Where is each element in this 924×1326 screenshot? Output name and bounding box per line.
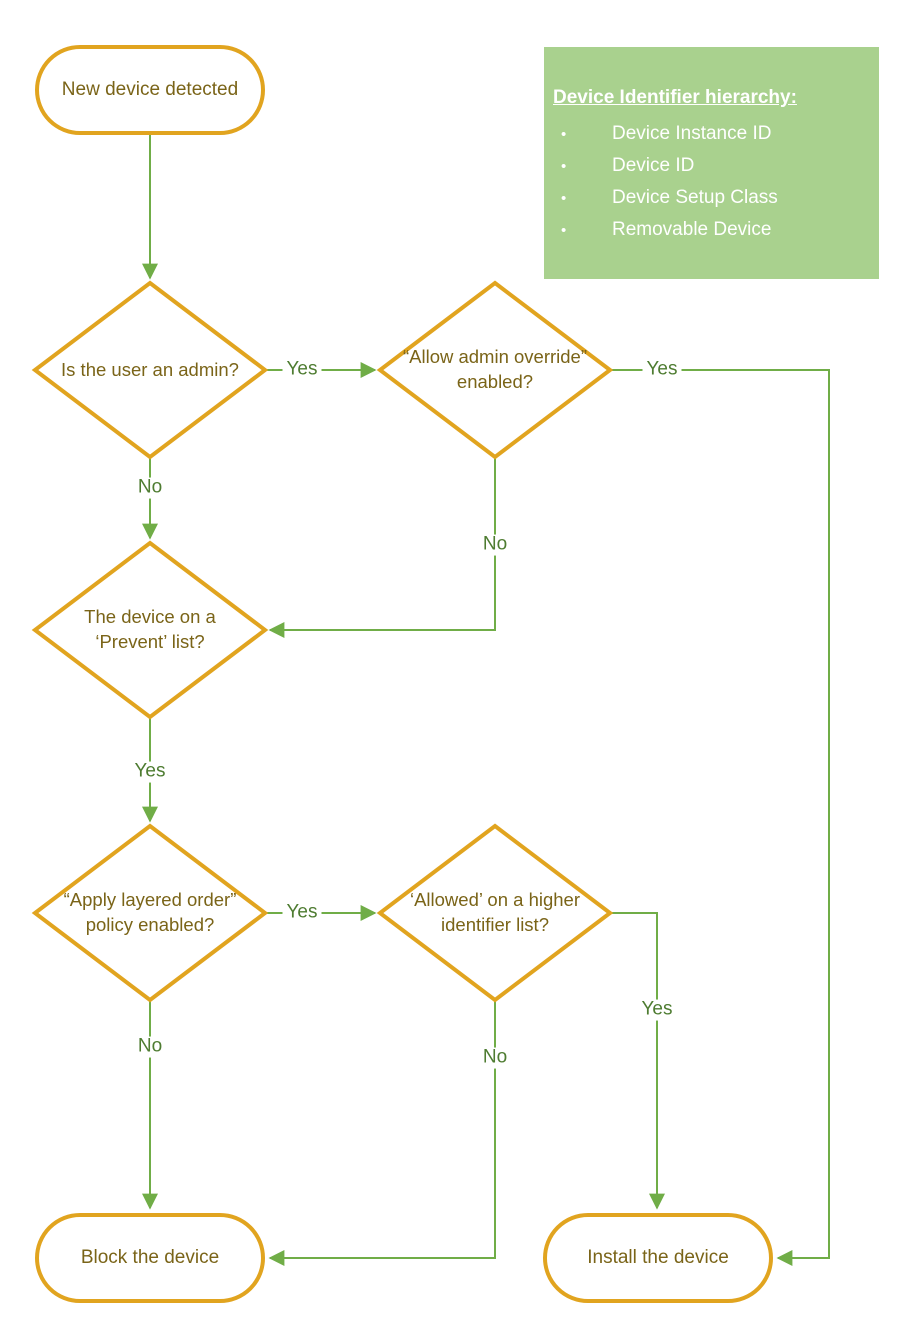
decision-layered-shape bbox=[31, 823, 269, 1003]
block-device-node: Block the device bbox=[35, 1213, 265, 1303]
edge-label-layered-yes: Yes bbox=[282, 902, 322, 924]
decision-allowed-label: ‘Allowed’ on a higher identifier list? bbox=[409, 889, 581, 935]
start-node: New device detected bbox=[35, 45, 265, 135]
edge-override-yes bbox=[610, 369, 830, 1266]
install-device-node: Install the device bbox=[543, 1213, 773, 1303]
decision-override-label: “Allow admin override” enabled? bbox=[402, 346, 588, 392]
start-node-label: New device detected bbox=[61, 79, 239, 100]
legend-item: • Device Instance ID bbox=[553, 118, 869, 150]
bullet-icon: • bbox=[561, 190, 567, 207]
device-identifier-hierarchy-legend: Device Identifier hierarchy: • Device In… bbox=[544, 47, 879, 279]
legend-item: • Device Setup Class bbox=[553, 182, 869, 214]
edge-allowed-yes bbox=[610, 912, 665, 1210]
bullet-icon: • bbox=[561, 158, 567, 175]
decision-admin-shape bbox=[31, 280, 269, 460]
decision-override-shape bbox=[376, 280, 614, 460]
edge-label-prevent-yes: Yes bbox=[130, 761, 170, 783]
edge-label-layered-no: No bbox=[133, 1036, 167, 1058]
edge-label-allowed-no: No bbox=[478, 1047, 512, 1069]
edge-label-admin-yes: Yes bbox=[282, 359, 322, 381]
legend-item-label: Device ID bbox=[612, 155, 695, 176]
legend-item-label: Removable Device bbox=[612, 219, 772, 240]
decision-prevent-shape bbox=[31, 540, 269, 720]
decision-prevent-label: The device on a ‘Prevent’ list? bbox=[84, 606, 216, 652]
install-device-label: Install the device bbox=[587, 1247, 729, 1268]
edge-override-no bbox=[268, 457, 496, 638]
decision-admin-label: Is the user an admin? bbox=[61, 358, 239, 380]
legend-title: Device Identifier hierarchy: bbox=[553, 87, 797, 108]
bullet-icon: • bbox=[561, 126, 567, 143]
edge-label-allowed-yes: Yes bbox=[637, 999, 677, 1021]
edge-label-override-no: No bbox=[478, 534, 512, 556]
legend-item-label: Device Setup Class bbox=[612, 187, 778, 208]
edge-label-override-yes: Yes bbox=[642, 359, 682, 381]
bullet-icon: • bbox=[561, 222, 567, 239]
edge-allowed-no bbox=[268, 1000, 496, 1266]
legend-item-label: Device Instance ID bbox=[612, 123, 772, 144]
legend-item: • Device ID bbox=[553, 150, 869, 182]
block-device-label: Block the device bbox=[80, 1247, 220, 1268]
decision-layered-label: “Apply layered order” policy enabled? bbox=[63, 889, 237, 935]
legend-item: • Removable Device bbox=[553, 214, 869, 246]
decision-allowed-shape bbox=[376, 823, 614, 1003]
edge-label-admin-no: No bbox=[133, 477, 167, 499]
